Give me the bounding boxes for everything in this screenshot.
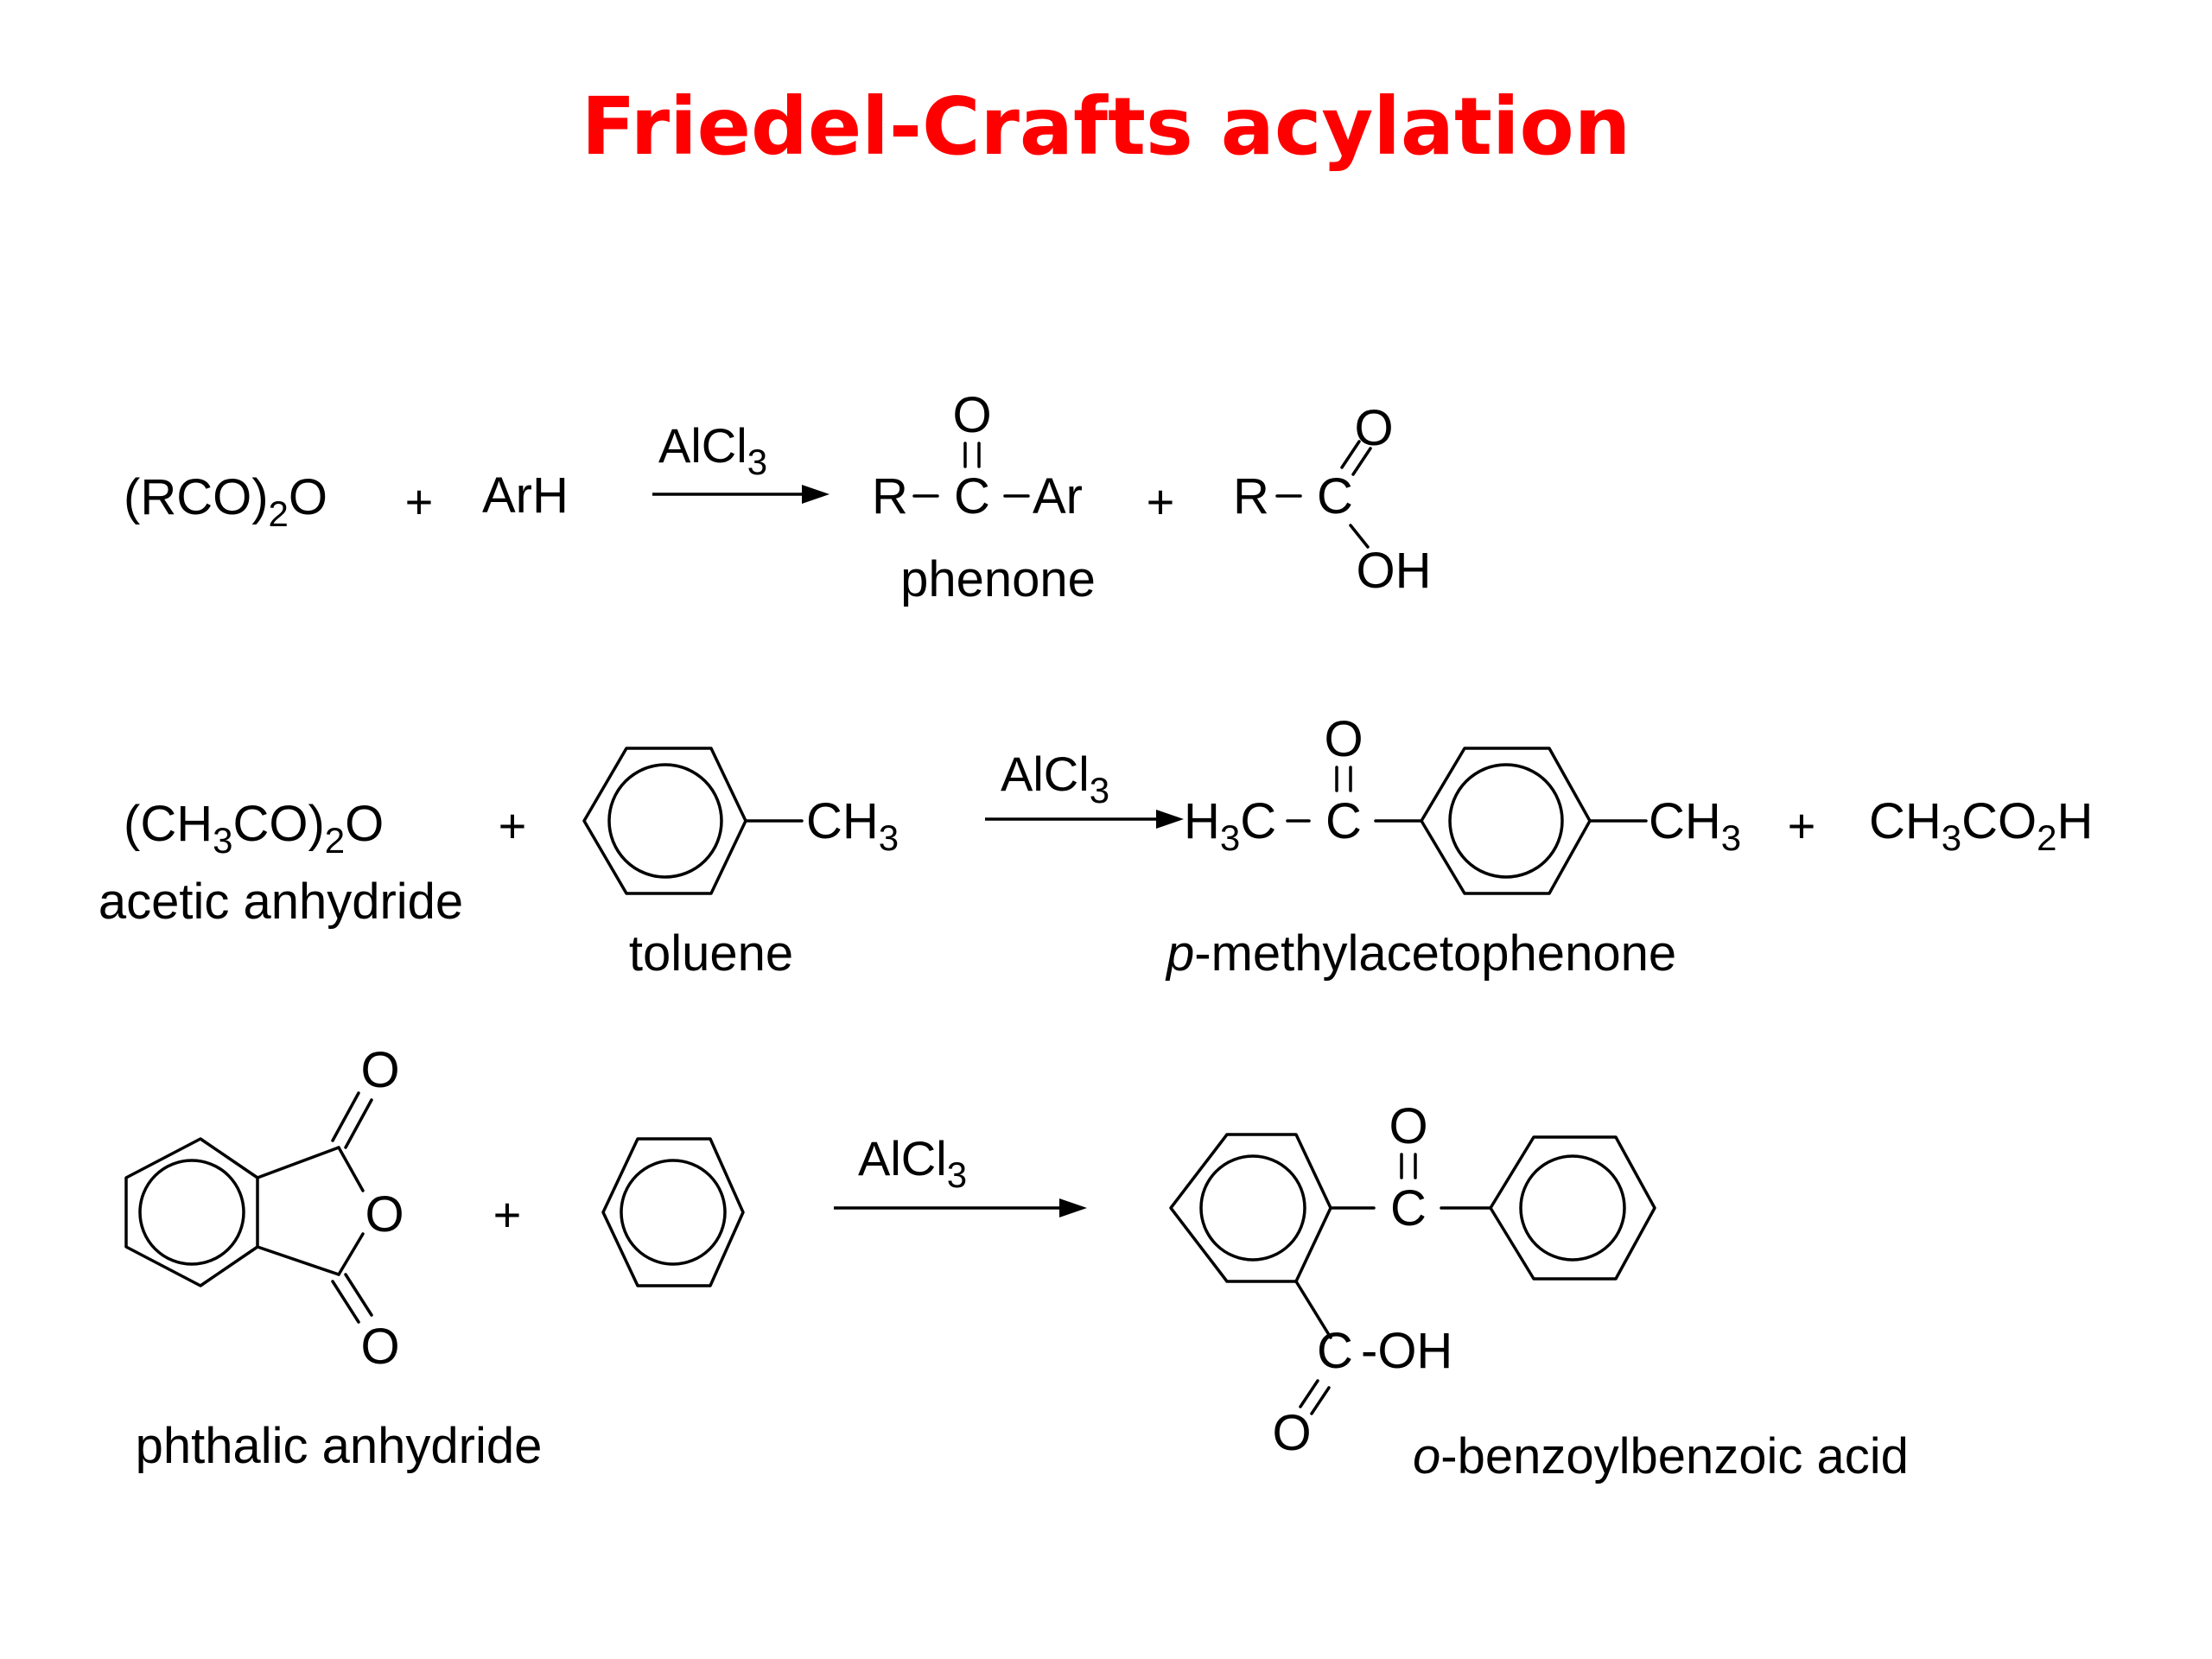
aromatic-circle xyxy=(1448,763,1564,879)
ring-oxygen: O xyxy=(365,1186,404,1243)
benzene-ring xyxy=(1489,1135,1656,1281)
ring-bond xyxy=(337,1232,365,1276)
page-title: Friedel-Crafts acylation xyxy=(582,80,1630,173)
methyl-group: CH3 xyxy=(806,793,899,858)
double-bond-line xyxy=(1351,447,1372,476)
aromatic-circle xyxy=(1519,1154,1626,1262)
reagent-label: AlCl3 xyxy=(658,418,767,482)
aromatic-circle xyxy=(607,763,723,879)
double-bond-line xyxy=(1310,1386,1331,1415)
aromatic-circle xyxy=(620,1159,727,1266)
carbonyl-carbon: C xyxy=(954,468,990,524)
anhydride-name: acetic anhydride xyxy=(99,874,463,930)
benzene-ring xyxy=(582,747,747,895)
r-group: R xyxy=(872,468,908,524)
reaction-general: (RCO)2O + ArH AlCl3 O R C Ar phenone + R… xyxy=(124,387,1432,607)
reagent-label: AlCl3 xyxy=(1001,747,1109,810)
carbonyl-oxygen: O xyxy=(1272,1405,1311,1461)
reaction-phthalic: O O O phthalic anhydride + AlCl3 C O xyxy=(124,1042,1909,1484)
p-methylacetophenone-structure: H3C C O CH3 xyxy=(1184,711,1741,895)
reagent-label: AlCl3 xyxy=(858,1131,967,1195)
hydroxyl-group: -OH xyxy=(1361,1323,1452,1379)
toluene-ring: CH3 xyxy=(582,747,899,895)
methyl-group: CH3 xyxy=(1649,793,1741,858)
aryl-group: Ar xyxy=(1033,468,1083,524)
ring-bond xyxy=(337,1146,365,1192)
carboxyl-carbon: C xyxy=(1317,1323,1353,1379)
carbonyl-oxygen: O xyxy=(952,387,991,443)
benzene-structure xyxy=(601,1137,745,1287)
plus-sign: + xyxy=(493,1187,522,1242)
ring-bond xyxy=(256,1146,340,1179)
double-bond-line xyxy=(331,1280,360,1324)
product-name: o-benzoylbenzoic acid xyxy=(1413,1428,1909,1484)
reactant-anhydride: (RCO)2O xyxy=(124,469,327,534)
double-bond-line xyxy=(344,1098,373,1149)
double-bond-line xyxy=(344,1273,373,1317)
plus-sign: + xyxy=(499,798,527,853)
arrowhead xyxy=(802,485,830,504)
double-bond-line xyxy=(1340,440,1361,469)
o-benzoylbenzoic-acid-structure: C O C -OH O xyxy=(1169,1098,1656,1461)
double-bond-line xyxy=(1299,1379,1319,1408)
ketone-name: phenone xyxy=(900,551,1096,607)
ring-bond xyxy=(256,1245,340,1276)
carbonyl-oxygen: O xyxy=(1354,400,1393,456)
ketone-structure: O R C Ar xyxy=(872,387,1083,524)
arrowhead xyxy=(1156,810,1184,829)
single-bond xyxy=(1294,1280,1332,1339)
aromatic-circle xyxy=(138,1159,245,1266)
product-name: p-methylacetophenone xyxy=(1165,925,1676,982)
carboxylic-acid-structure: R C O OH xyxy=(1233,400,1431,599)
single-bond xyxy=(1349,524,1370,549)
carboxyl-carbon: C xyxy=(1317,468,1353,524)
anhydride-name: phthalic anhydride xyxy=(136,1418,543,1474)
phthalic-anhydride-structure: O O O xyxy=(124,1042,404,1375)
plus-sign: + xyxy=(1147,474,1175,529)
aromatic-circle xyxy=(1199,1154,1306,1262)
carbonyl-carbon: C xyxy=(1325,793,1362,849)
r-group: R xyxy=(1233,468,1269,524)
benzene-ring xyxy=(601,1137,745,1287)
plus-sign: + xyxy=(405,474,434,529)
reactant-acetic-anhydride: (CH3CO)2O xyxy=(124,796,384,861)
methyl-group: H3C xyxy=(1184,793,1276,858)
carbonyl-oxygen: O xyxy=(360,1042,399,1098)
benzene-ring xyxy=(1420,747,1592,895)
carbonyl-oxygen: O xyxy=(1389,1098,1427,1154)
acetic-acid: CH3CO2H xyxy=(1869,793,2093,858)
arrowhead xyxy=(1059,1198,1087,1217)
reaction-toluene: (CH3CO)2O acetic anhydride + CH3 toluene… xyxy=(99,711,2094,982)
carbonyl-oxygen: O xyxy=(1324,711,1363,767)
hydroxyl-group: OH xyxy=(1357,543,1432,599)
arene-name: toluene xyxy=(629,925,793,982)
plus-sign: + xyxy=(1788,798,1816,853)
carbonyl-carbon: C xyxy=(1390,1180,1427,1236)
double-bond-line xyxy=(331,1091,360,1142)
reactant-arene: ArH xyxy=(482,467,569,524)
carbonyl-oxygen: O xyxy=(360,1319,399,1375)
